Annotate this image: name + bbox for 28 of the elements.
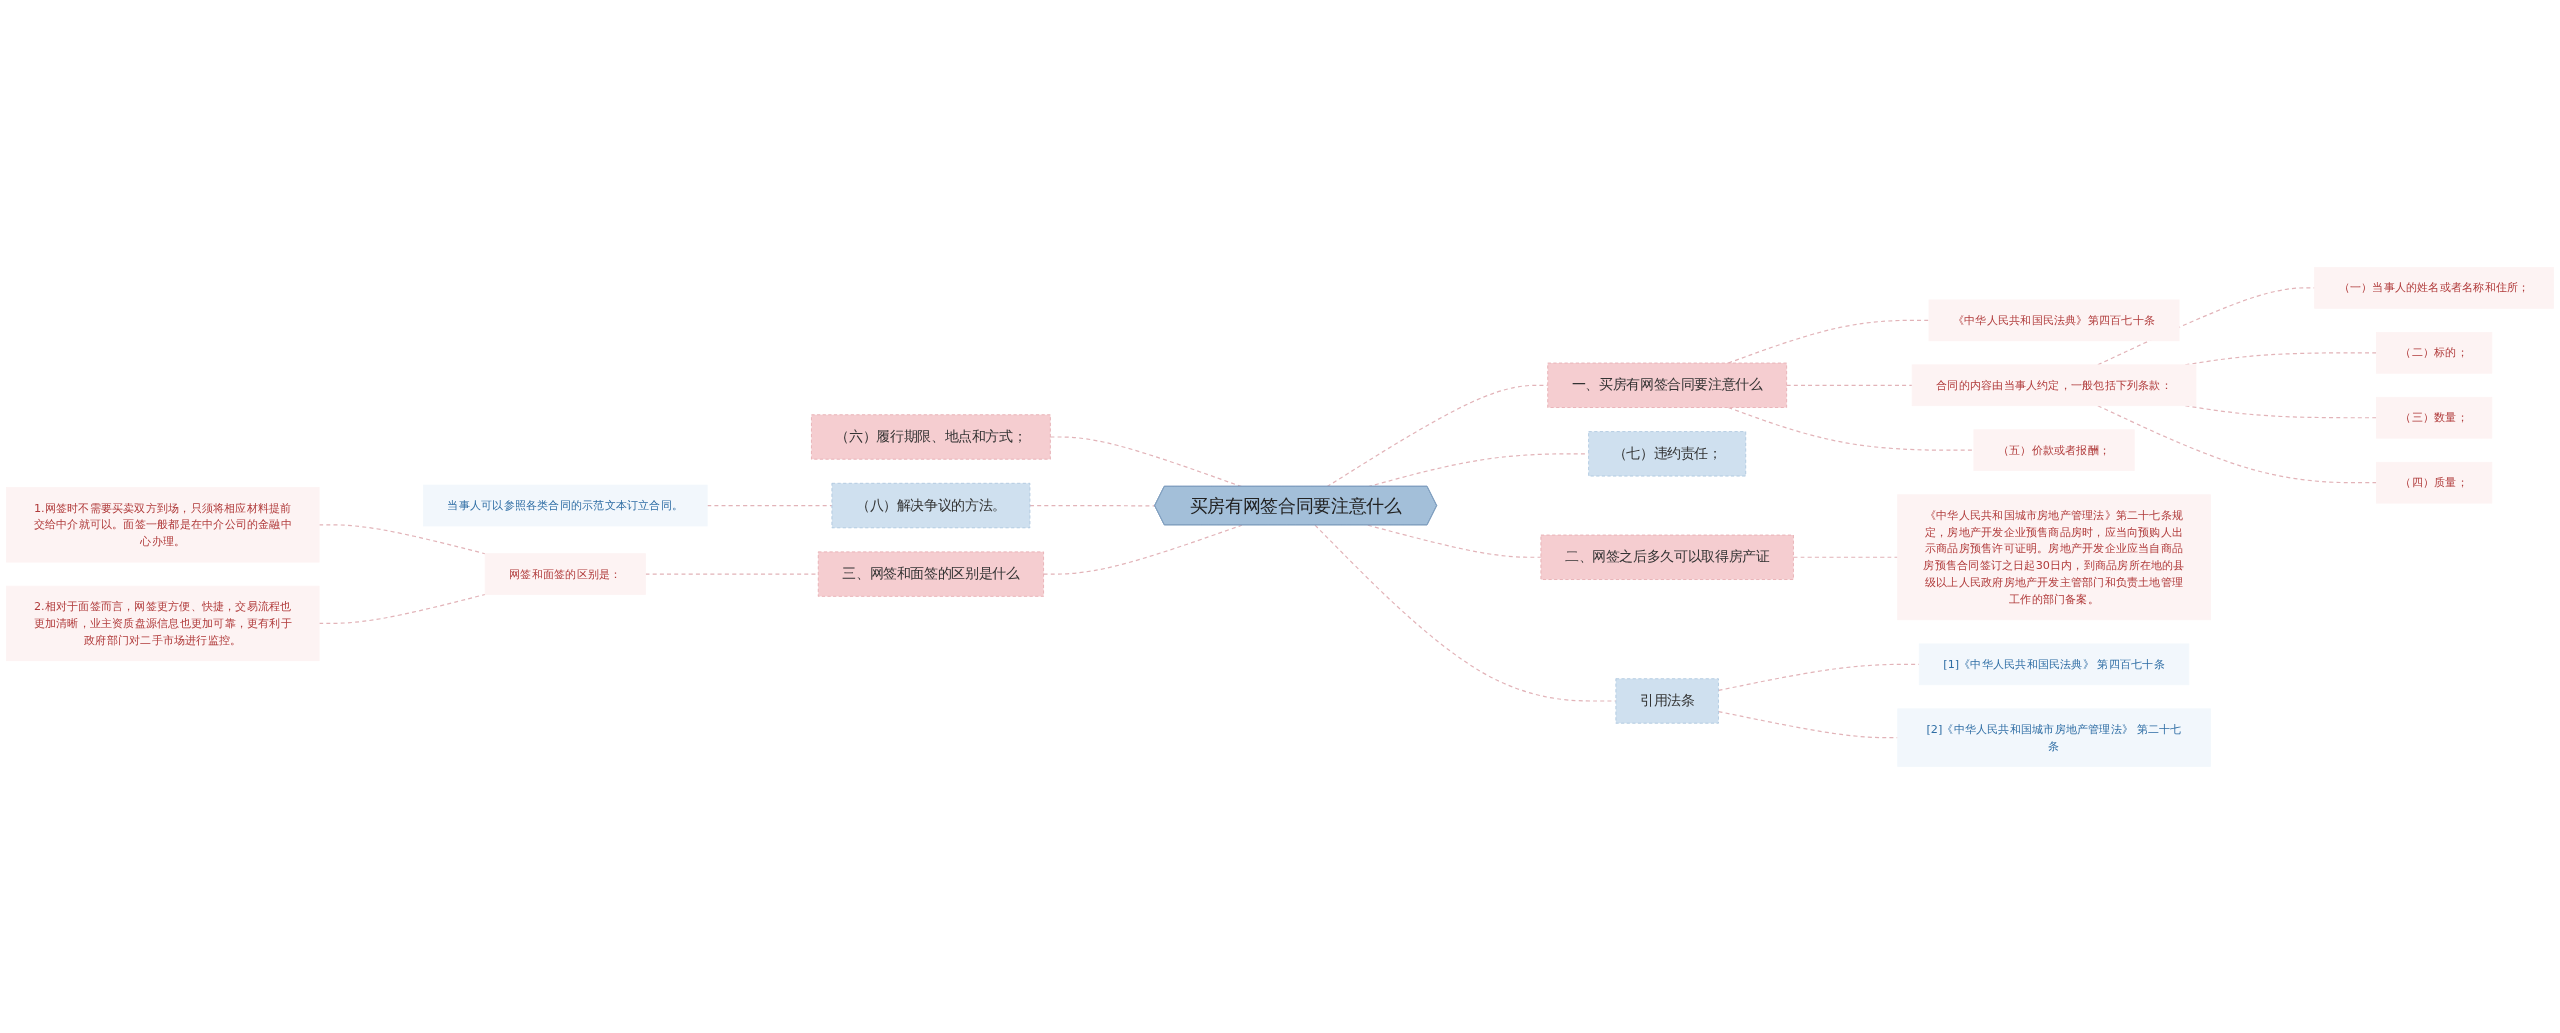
node-box: 一、买房有网签合同要注意什么 xyxy=(1547,362,1788,408)
node-box: （三）数量； xyxy=(2375,396,2493,439)
connector xyxy=(318,523,486,554)
node-box: （五）价款或者报酬； xyxy=(1973,428,2135,471)
node-box: 1.网签时不需要买卖双方到场，只须将相应材料提前交给中介就可以。面签一般都是在中介公司的金融中心办理。 xyxy=(6,486,320,562)
node-box: 网签和面签的区别是： xyxy=(484,552,646,595)
node-box: 当事人可以参照各类合同的示范文本订立合同。 xyxy=(422,484,708,526)
connector xyxy=(1042,524,1243,575)
node-box: 二、网签之后多久可以取得房产证 xyxy=(1540,534,1794,580)
node-box: 引用法条 xyxy=(1615,677,1719,724)
node-box: [1]《中华人民共和国民法典》 第四百七十条 xyxy=(1918,643,2190,685)
node-box: （四）质量； xyxy=(2375,461,2493,504)
node-box: 《中华人民共和国城市房地产管理法》第二十七条规定，房地产开发企业预售商品房时，应当向预购人出示商品房预售许可证明。房地产开发企业应当自商品房预售合同签订之日起30日内，到商品房所在地的县级以上人民政府房地产开发主管部门和负责土地管理工作的部门备案。 xyxy=(1897,493,2211,620)
connector xyxy=(318,593,486,624)
connector xyxy=(1792,556,1899,558)
node-box: [2]《中华人民共和国城市房地产管理法》 第二十七条 xyxy=(1897,707,2211,767)
node-box: （七）违约责任； xyxy=(1588,430,1747,476)
connector xyxy=(644,573,819,575)
node-box: 合同的内容由当事人约定，一般包括下列条款： xyxy=(1911,363,2197,406)
node-box: 三、网签和面签的区别是什么 xyxy=(817,550,1044,597)
node-box: 《中华人民共和国民法典》第四百七十条 xyxy=(1928,299,2180,341)
node-box: （八）解决争议的方法。 xyxy=(831,482,1031,528)
node-box: （六）履行期限、地点和方式； xyxy=(811,413,1051,460)
node-box: （二）标的； xyxy=(2375,331,2493,374)
node-box: （一）当事人的姓名或者名称和住所； xyxy=(2314,266,2554,309)
connector xyxy=(2097,404,2377,483)
node-box: 2.相对于面签而言，网签更方便、快捷，交易流程也更加清晰，业主资质盘源信息也更加可靠，更有利于政府部门对二手市场进行监控。 xyxy=(6,585,320,661)
connector xyxy=(1367,524,1542,558)
